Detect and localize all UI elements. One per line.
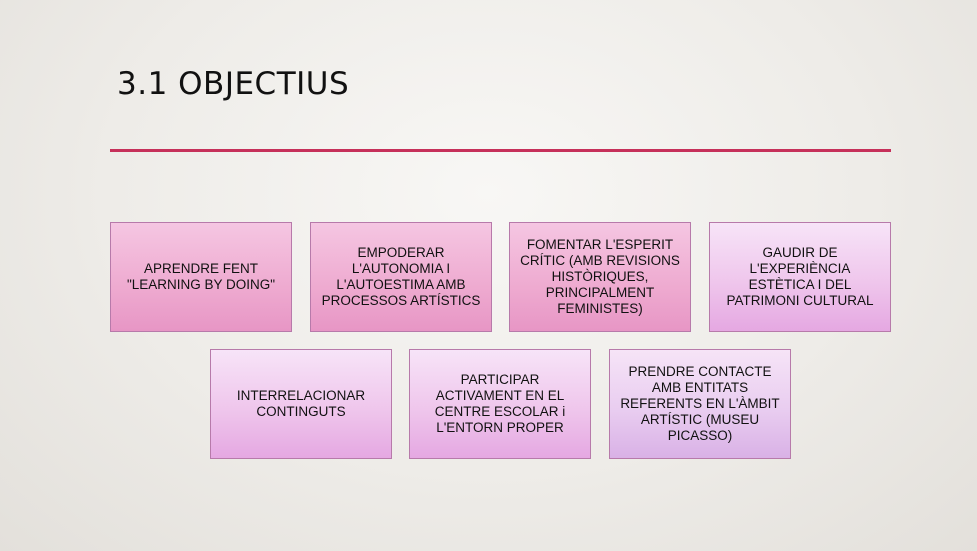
objective-box-empower-autonomy: EMPODERAR L'AUTONOMIA I L'AUTOESTIMA AMB…	[310, 222, 492, 332]
objective-box-aesthetic-experience: GAUDIR DE L'EXPERIÈNCIA ESTÈTICA I DEL P…	[709, 222, 891, 332]
objective-box-learning-by-doing: APRENDRE FENT "LEARNING BY DOING"	[110, 222, 292, 332]
slide-title: 3.1 OBJECTIUS	[117, 66, 350, 102]
objective-box-interrelate-contents: INTERRELACIONAR CONTINGUTS	[210, 349, 392, 459]
objective-box-artistic-entities: PRENDRE CONTACTE AMB ENTITATS REFERENTS …	[609, 349, 791, 459]
objective-box-active-participation: PARTICIPAR ACTIVAMENT EN EL CENTRE ESCOL…	[409, 349, 591, 459]
objective-box-critical-spirit: FOMENTAR L'ESPERIT CRÍTIC (AMB REVISIONS…	[509, 222, 691, 332]
title-divider	[110, 149, 891, 152]
